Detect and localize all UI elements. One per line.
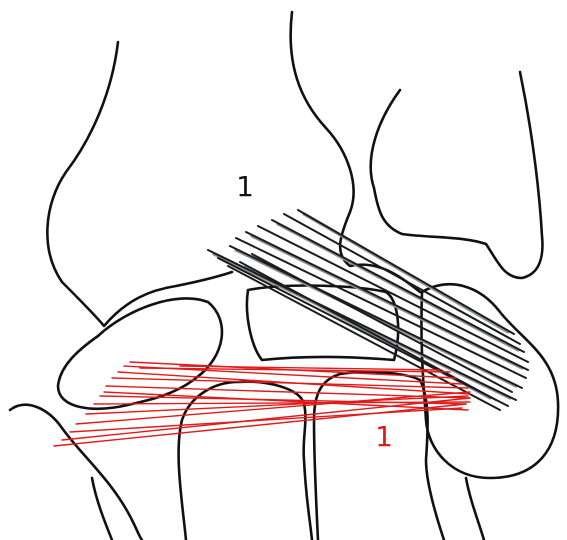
palmar-fiber [54,404,466,446]
palmar-fiber [112,378,468,388]
central-bone-outline [291,12,420,292]
bone-outlines [10,12,558,540]
bottom-left-bone-lower-outline [92,478,112,540]
left-carpal-outline [58,298,222,408]
bottom-right-bone-outline [466,478,484,540]
left-bone-outline [47,42,232,326]
dorsal-ligament-label: 1 [236,170,254,203]
upper-right-bone-outline [371,72,543,278]
bottom-middle-left-bone-outline [179,382,312,540]
palmar-ligament-label: 1 [375,420,393,453]
bottom-left-bone-outline [10,405,142,540]
